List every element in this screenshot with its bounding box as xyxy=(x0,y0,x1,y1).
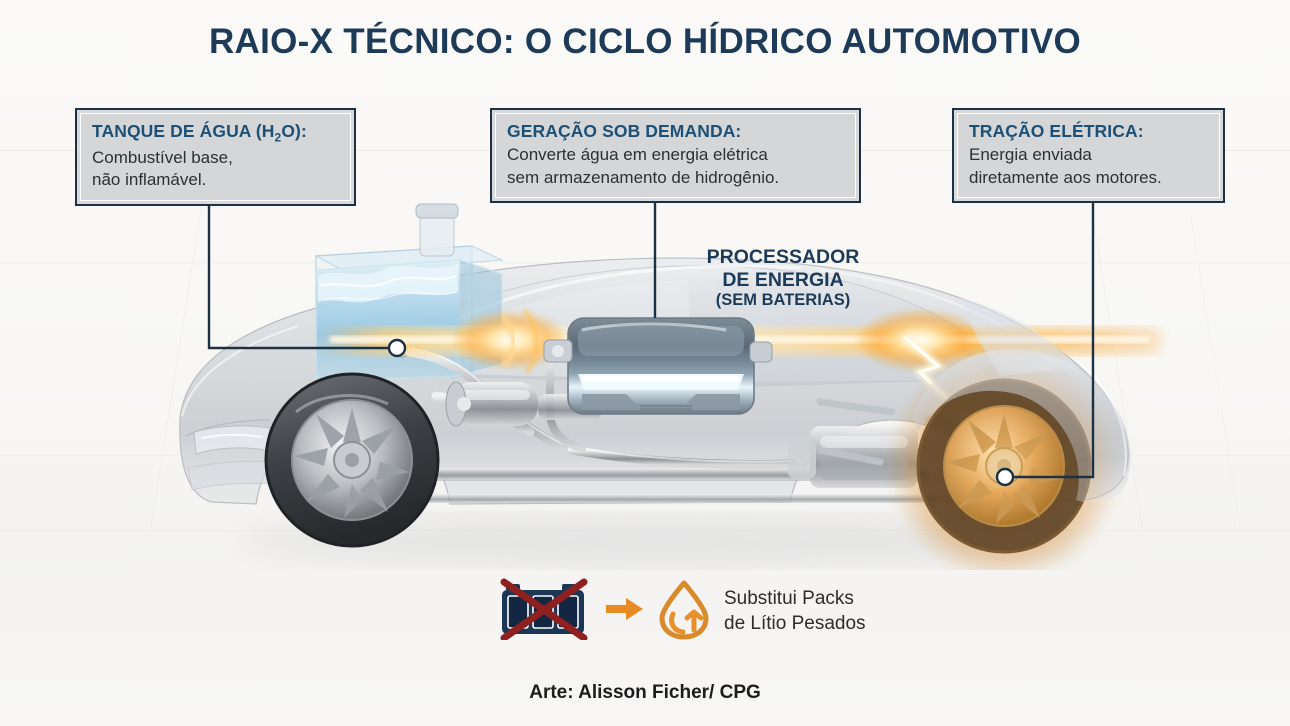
battery-crossed-out-icon xyxy=(498,578,594,645)
callout-title: TRAÇÃO ELÉTRICA: xyxy=(969,121,1144,141)
car-xray-illustration xyxy=(120,150,1190,582)
callout-body-line2: não inflamável. xyxy=(92,170,207,190)
callout-body-line1: Converte água em energia elétrica xyxy=(507,144,768,164)
callout-tanque-de-agua[interactable]: TANQUE DE ÁGUA (H2O): Combustível base, … xyxy=(75,108,356,206)
callout-inner: GERAÇÃO SOB DEMANDA: Converte água em en… xyxy=(495,113,856,199)
legend-text: Substitui Packs de Lítio Pesados xyxy=(724,588,866,634)
callout-body-line2: sem armazenamento de hidrogênio. xyxy=(507,167,780,187)
page-title: RAIO-X TÉCNICO: O CICLO HÍDRICO AUTOMOTI… xyxy=(208,22,1082,61)
callout-title: TANQUE DE ÁGUA (H2O): xyxy=(92,121,307,145)
subscript-2: 2 xyxy=(274,130,282,145)
callout-body-line1: Combustível base, xyxy=(92,147,233,167)
processor-label-line3: (SEM BATERIAS) xyxy=(715,291,851,310)
water-droplet-recycle-icon xyxy=(656,578,712,645)
callout-title: GERAÇÃO SOB DEMANDA: xyxy=(507,121,742,141)
right-arrow-icon xyxy=(606,596,644,627)
callout-inner: TANQUE DE ÁGUA (H2O): Combustível base, … xyxy=(80,113,351,201)
processor-label: PROCESSADOR DE ENERGIA (SEM BATERIAS) xyxy=(690,246,876,310)
callout-body-line1: Energia enviada xyxy=(969,144,1092,164)
callout-tracao-eletrica[interactable]: TRAÇÃO ELÉTRICA: Energia enviada diretam… xyxy=(952,108,1225,204)
callout-body-line2: diretamente aos motores. xyxy=(969,167,1162,187)
legend-row: Substitui Packs de Lítio Pesados xyxy=(498,578,866,645)
callout-geracao-sob-demanda[interactable]: GERAÇÃO SOB DEMANDA: Converte água em en… xyxy=(490,108,861,204)
processor-label-line1: PROCESSADOR xyxy=(706,246,860,268)
processor-label-line2: DE ENERGIA xyxy=(722,268,844,291)
callout-inner: TRAÇÃO ELÉTRICA: Energia enviada diretam… xyxy=(957,113,1220,199)
credit-line: Arte: Alisson Ficher/ CPG xyxy=(529,682,761,703)
